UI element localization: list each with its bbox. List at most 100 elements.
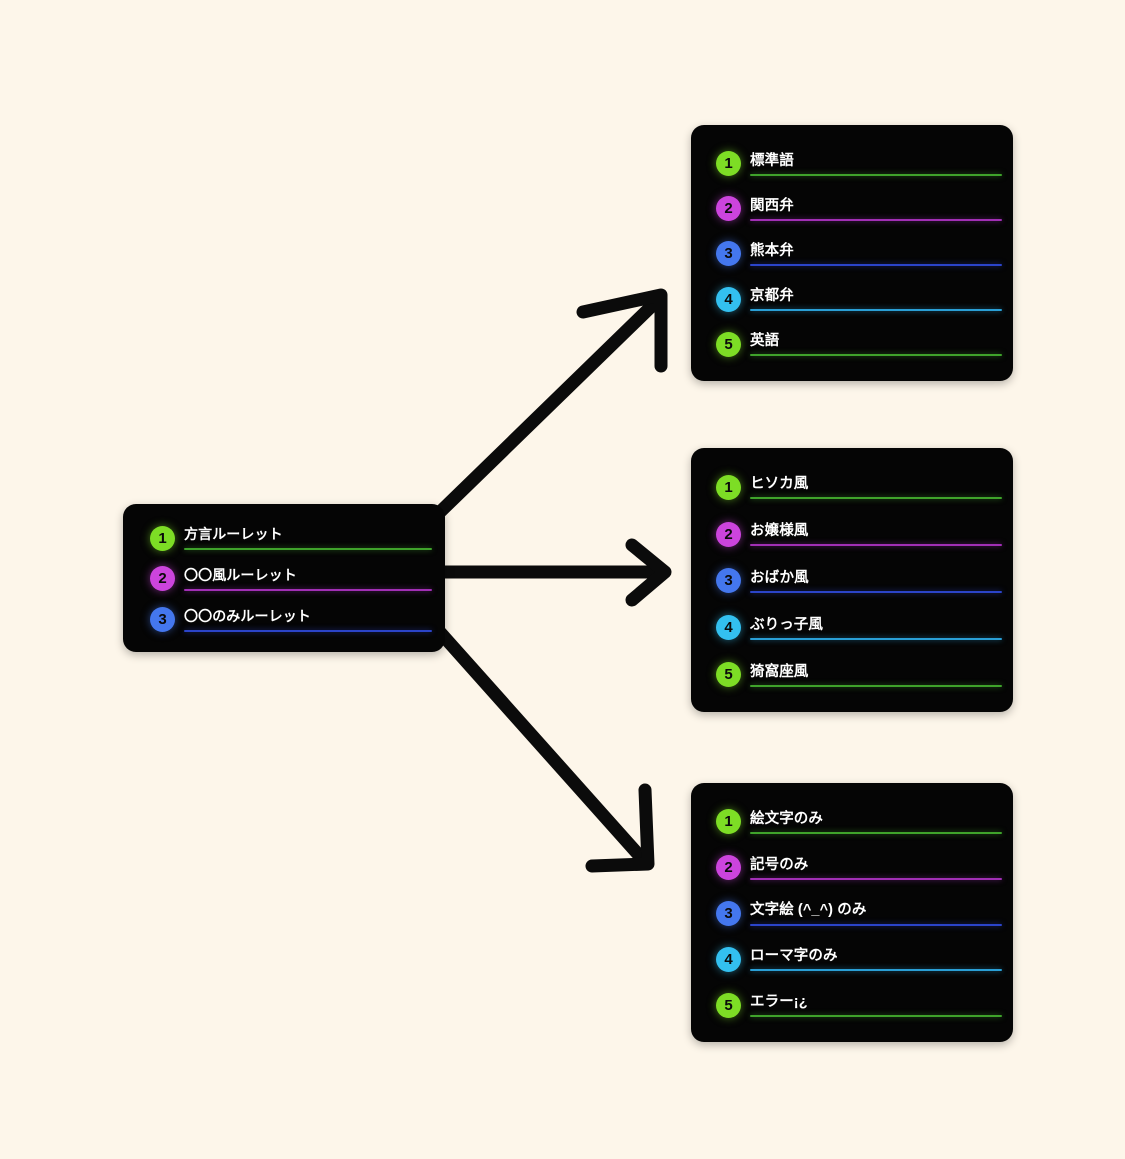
item-field: 文字絵 (^_^) のみ <box>750 901 1002 926</box>
charset-only-options-list: 1 絵文字のみ 2 記号のみ 3 文字絵 (^_^) のみ <box>691 799 1013 1028</box>
item-number-badge: 2 <box>716 855 741 881</box>
item-field: 〇〇風ルーレット <box>184 567 432 591</box>
list-item[interactable]: 5 猗窩座風 <box>691 662 1013 688</box>
arrow-to-charset-options <box>431 623 655 873</box>
item-field: 絵文字のみ <box>750 810 1002 834</box>
item-number-badge: 2 <box>716 521 741 547</box>
item-label: 〇〇風ルーレット <box>184 566 297 583</box>
list-item[interactable]: 2 〇〇風ルーレット <box>123 566 445 592</box>
item-field: ローマ字のみ <box>750 947 1002 972</box>
list-item[interactable]: 2 お嬢様風 <box>691 521 1013 547</box>
list-item[interactable]: 4 京都弁 <box>691 286 1013 312</box>
roulette-type-menu-card: 1 方言ルーレット 2 〇〇風ルーレット 3 〇〇のみルーレット <box>123 504 445 652</box>
list-item[interactable]: 3 熊本弁 <box>691 241 1013 267</box>
item-underline <box>750 264 1002 267</box>
list-item[interactable]: 1 方言ルーレット <box>123 525 445 551</box>
list-item[interactable]: 5 エラー¡¿ <box>691 992 1013 1018</box>
item-underline <box>750 173 1002 176</box>
item-label: 〇〇のみルーレット <box>184 607 311 624</box>
item-field: エラー¡¿ <box>750 993 1002 1018</box>
item-label: 京都弁 <box>750 288 794 305</box>
list-item[interactable]: 1 ヒソカ風 <box>691 474 1013 500</box>
item-field: おばか風 <box>750 569 1002 594</box>
item-field: 猗窩座風 <box>750 663 1002 687</box>
item-number-badge: 5 <box>716 662 741 688</box>
item-underline <box>750 969 1002 972</box>
item-number-badge: 1 <box>150 525 175 551</box>
item-label: 関西弁 <box>750 197 794 214</box>
item-field: 熊本弁 <box>750 242 1002 267</box>
item-underline <box>750 923 1002 926</box>
style-options-list: 1 ヒソカ風 2 お嬢様風 3 おばか風 <box>691 464 1013 698</box>
list-item[interactable]: 1 絵文字のみ <box>691 809 1013 835</box>
item-number-badge: 4 <box>716 946 741 972</box>
item-field: 関西弁 <box>750 197 1002 221</box>
item-label: 絵文字のみ <box>750 810 823 827</box>
list-item[interactable]: 3 文字絵 (^_^) のみ <box>691 900 1013 926</box>
item-label: 熊本弁 <box>750 242 794 259</box>
item-field: 〇〇のみルーレット <box>184 608 432 632</box>
item-underline <box>750 544 1002 547</box>
item-number-badge: 2 <box>150 566 175 592</box>
item-field: 英語 <box>750 332 1002 357</box>
item-underline <box>184 629 432 632</box>
item-number-badge: 4 <box>716 286 741 312</box>
list-item[interactable]: 4 ぶりっ子風 <box>691 615 1013 641</box>
item-underline <box>750 637 1002 640</box>
item-field: お嬢様風 <box>750 522 1002 547</box>
list-item[interactable]: 1 標準語 <box>691 151 1013 177</box>
item-label: ぶりっ子風 <box>750 616 823 633</box>
charset-only-options-card: 1 絵文字のみ 2 記号のみ 3 文字絵 (^_^) のみ <box>691 783 1013 1042</box>
item-label: おばか風 <box>750 569 809 586</box>
item-number-badge: 1 <box>716 474 741 500</box>
list-item[interactable]: 4 ローマ字のみ <box>691 946 1013 972</box>
item-underline <box>184 548 432 551</box>
list-item[interactable]: 3 〇〇のみルーレット <box>123 607 445 633</box>
item-underline <box>750 218 1002 221</box>
item-number-badge: 3 <box>150 607 175 633</box>
item-field: ヒソカ風 <box>750 475 1002 500</box>
item-number-badge: 3 <box>716 241 741 267</box>
item-field: 方言ルーレット <box>184 526 432 551</box>
item-underline <box>750 831 1002 834</box>
item-number-badge: 5 <box>716 992 741 1018</box>
item-label: 方言ルーレット <box>184 526 283 543</box>
roulette-type-list: 1 方言ルーレット 2 〇〇風ルーレット 3 〇〇のみルーレット <box>123 518 445 640</box>
list-item[interactable]: 2 記号のみ <box>691 855 1013 881</box>
item-underline <box>184 588 432 591</box>
item-number-badge: 1 <box>716 151 741 177</box>
item-field: ぶりっ子風 <box>750 616 1002 640</box>
item-field: 記号のみ <box>750 856 1002 880</box>
dialect-options-card: 1 標準語 2 関西弁 3 熊本弁 <box>691 125 1013 381</box>
item-underline <box>750 309 1002 312</box>
item-field: 京都弁 <box>750 287 1002 312</box>
item-underline <box>750 684 1002 687</box>
dialect-options-list: 1 標準語 2 関西弁 3 熊本弁 <box>691 141 1013 367</box>
item-label: 標準語 <box>750 152 794 169</box>
item-label: 記号のみ <box>750 856 809 873</box>
arrow-to-dialect-options <box>433 288 668 519</box>
list-item[interactable]: 3 おばか風 <box>691 568 1013 594</box>
item-number-badge: 2 <box>716 196 741 222</box>
item-label: ローマ字のみ <box>750 948 838 965</box>
item-label: ヒソカ風 <box>750 476 809 493</box>
item-underline <box>750 354 1002 357</box>
item-field: 標準語 <box>750 152 1002 176</box>
item-number-badge: 4 <box>716 615 741 641</box>
item-number-badge: 5 <box>716 331 741 357</box>
item-number-badge: 1 <box>716 809 741 835</box>
arrow-to-style-options <box>436 538 672 607</box>
item-underline <box>750 591 1002 594</box>
item-number-badge: 3 <box>716 900 741 926</box>
item-number-badge: 3 <box>716 568 741 594</box>
item-underline <box>750 1015 1002 1018</box>
item-label: エラー¡¿ <box>750 994 808 1011</box>
list-item[interactable]: 5 英語 <box>691 331 1013 357</box>
list-item[interactable]: 2 関西弁 <box>691 196 1013 222</box>
item-label: お嬢様風 <box>750 523 809 540</box>
item-label: 英語 <box>750 333 780 350</box>
style-options-card: 1 ヒソカ風 2 お嬢様風 3 おばか風 <box>691 448 1013 712</box>
item-label: 文字絵 (^_^) のみ <box>750 902 867 919</box>
item-underline <box>750 497 1002 500</box>
